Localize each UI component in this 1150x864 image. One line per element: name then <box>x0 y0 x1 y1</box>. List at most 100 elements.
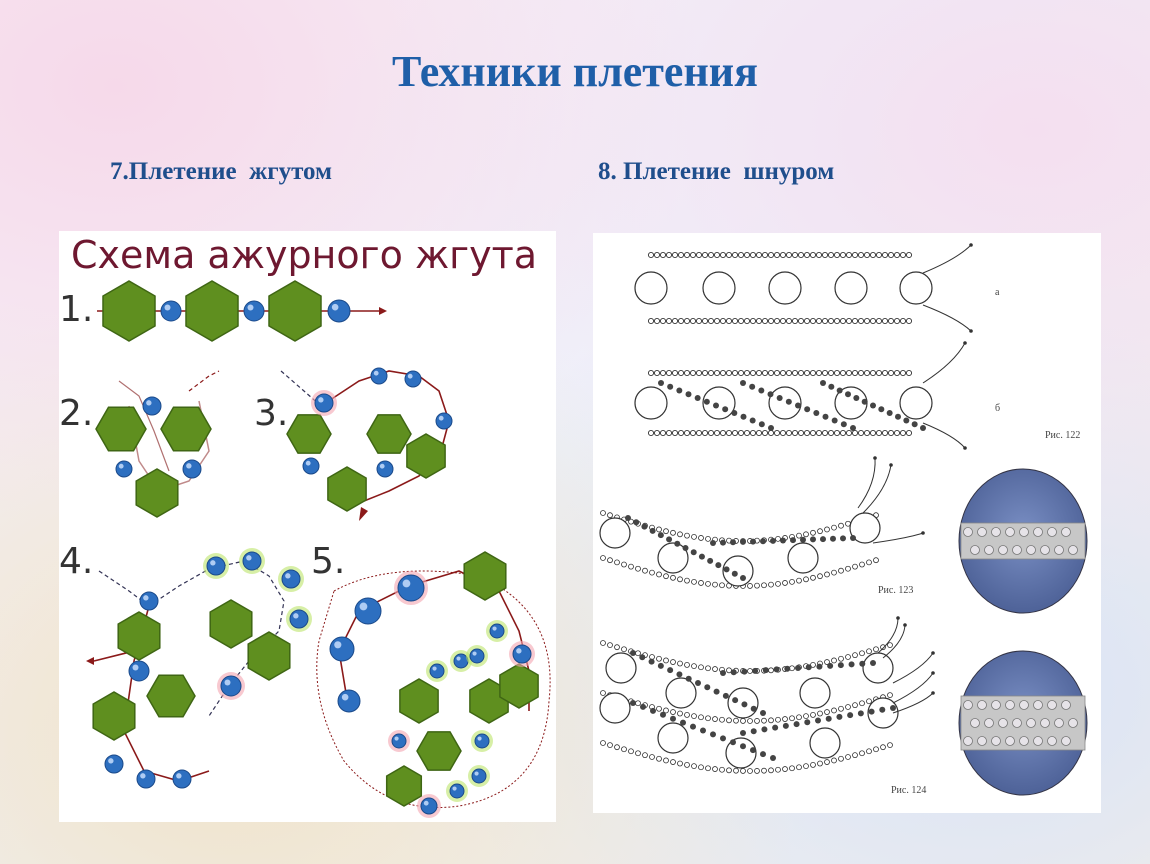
seed-bead <box>647 317 655 325</box>
dark-bead <box>827 662 834 669</box>
seed-bead <box>810 574 816 581</box>
seed-bead <box>887 317 895 325</box>
green-bead <box>406 433 446 479</box>
ring-bead <box>725 737 757 769</box>
seed-bead <box>817 710 823 717</box>
bead-highlight <box>293 613 299 619</box>
seed-bead <box>773 429 781 437</box>
seed-bead <box>701 251 709 259</box>
ring-bead <box>799 677 831 709</box>
dark-bead <box>640 703 646 710</box>
seed-bead <box>684 761 690 768</box>
photo-bead <box>1026 718 1036 728</box>
seed-bead <box>761 767 767 774</box>
seed-bead <box>677 710 683 717</box>
photo-bead <box>1061 736 1071 746</box>
seed-bead <box>839 429 847 437</box>
blue-bead <box>469 648 485 664</box>
dark-bead <box>903 417 910 424</box>
dark-bead <box>722 692 729 699</box>
seed-bead <box>851 317 859 325</box>
seed-bead <box>821 317 829 325</box>
dark-bead <box>676 387 683 394</box>
thread-arrow-line <box>877 617 899 654</box>
seed-bead <box>875 429 883 437</box>
seed-bead <box>749 317 757 325</box>
seed-bead <box>695 429 703 437</box>
seed-bead <box>869 251 877 259</box>
seed-bead <box>863 429 871 437</box>
seed-bead <box>695 317 703 325</box>
seed-bead <box>749 369 757 377</box>
bead-highlight <box>132 664 139 671</box>
seed-bead <box>731 369 739 377</box>
seed-bead <box>689 251 697 259</box>
seed-bead <box>677 660 683 667</box>
bead-highlight <box>318 397 324 403</box>
seed-bead <box>803 429 811 437</box>
seed-bead <box>869 429 877 437</box>
dark-bead <box>780 537 786 544</box>
dark-bead <box>830 535 836 542</box>
dark-bead <box>741 701 748 708</box>
green-bead <box>327 466 367 512</box>
seed-bead <box>782 766 788 772</box>
seed-bead <box>754 582 760 589</box>
blue-bead <box>220 675 242 697</box>
photo-bead <box>1019 700 1029 710</box>
seed-bead <box>773 369 781 377</box>
seed-bead <box>677 531 683 538</box>
seed-bead <box>851 251 859 259</box>
dark-bead <box>740 538 746 545</box>
dark-bead <box>815 717 821 724</box>
photo-bead <box>1033 736 1043 746</box>
dark-bead <box>762 667 769 674</box>
seed-bead <box>809 429 817 437</box>
bead-highlight <box>210 560 216 566</box>
seed-bead <box>845 317 853 325</box>
seed-bead <box>869 317 877 325</box>
thread-arrow-head <box>969 243 973 247</box>
seed-bead <box>695 251 703 259</box>
green-bead <box>416 731 462 771</box>
photo-bead <box>963 700 973 710</box>
seed-bead <box>712 666 718 672</box>
seed-bead <box>691 763 697 770</box>
seed-bead <box>866 748 872 755</box>
seed-bead <box>743 429 751 437</box>
seed-bead <box>789 665 795 672</box>
seed-bead <box>810 761 816 768</box>
seed-bead <box>767 317 775 325</box>
seed-bead <box>859 561 865 568</box>
seed-bead <box>659 369 667 377</box>
bead-highlight <box>394 736 399 741</box>
photo-bead <box>1068 718 1078 728</box>
dark-bead <box>740 743 746 750</box>
seed-bead <box>893 317 901 325</box>
thread-arrow-line <box>922 342 966 384</box>
seed-bead <box>754 718 760 724</box>
seed-bead <box>705 715 711 722</box>
seed-bead <box>705 665 711 672</box>
seed-bead <box>755 429 763 437</box>
seed-bead <box>656 526 662 533</box>
seed-bead <box>761 251 769 259</box>
seed-bead <box>725 369 733 377</box>
photo-bead <box>1054 545 1064 555</box>
seed-bead <box>747 768 753 774</box>
seed-bead <box>737 369 745 377</box>
dark-bead <box>685 391 692 398</box>
seed-bead <box>719 317 727 325</box>
seed-bead <box>719 716 725 723</box>
photo-bead <box>1012 718 1022 728</box>
dark-bead <box>723 566 730 573</box>
blue-bead <box>435 412 453 430</box>
blue-bead <box>449 783 465 799</box>
dark-bead <box>805 664 812 671</box>
thread-arrow-head <box>963 341 967 345</box>
thread-arrow-head <box>921 531 925 535</box>
dark-bead <box>879 706 886 713</box>
slide-title: Техники плетения <box>392 47 758 96</box>
seed-bead <box>670 529 676 536</box>
blue-bead <box>314 393 334 413</box>
